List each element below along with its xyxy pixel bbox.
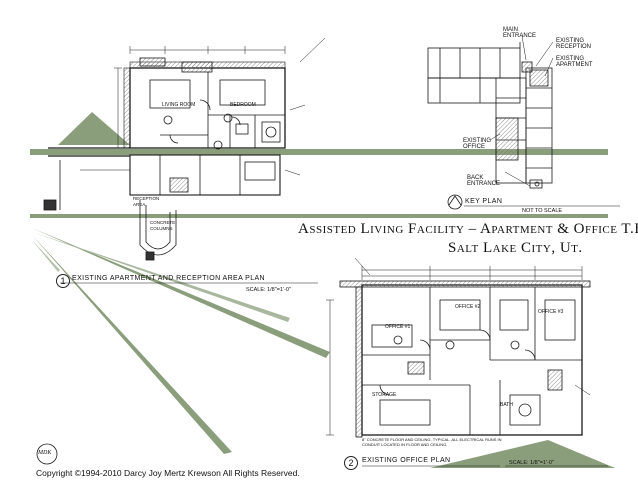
- green-ray-1: [32, 228, 330, 358]
- green-triangle-right: [430, 440, 615, 468]
- key-plan-drawing: [427, 35, 554, 189]
- green-ray-3: [32, 232, 290, 322]
- plan-1-caption: EXISTING APARTMENT AND RECEPTION AREA PL…: [72, 275, 266, 282]
- key-plan-scale: NOT TO SCALE: [522, 208, 563, 214]
- logo-mark: MDK: [38, 450, 52, 456]
- green-ray-2: [32, 235, 232, 454]
- room-concrete-columns: CONCRETE COLUMNS: [150, 220, 176, 231]
- room-office-1: OFFICE #1: [385, 324, 411, 330]
- label-existing-apartment: EXISTING APARTMENT: [556, 56, 593, 68]
- green-triangle-left: [58, 112, 130, 145]
- room-bath: BATH: [500, 402, 513, 408]
- room-reception-area: RECEPTION AREA: [133, 196, 160, 207]
- plan-1-scale: SCALE: 1/8"=1'-0": [246, 287, 291, 293]
- room-office-2: OFFICE #2: [455, 304, 481, 310]
- room-living-room: LIVING ROOM: [162, 102, 196, 108]
- plan-1-number: 1: [56, 274, 70, 288]
- logo-ring: [36, 443, 58, 465]
- room-office-3: OFFICE #3: [538, 309, 564, 315]
- north-arrow-key-plan: [447, 194, 620, 210]
- label-existing-reception: EXISTING RECEPTION: [556, 38, 592, 50]
- plan-2-caption: EXISTING OFFICE PLAN: [362, 457, 451, 464]
- green-band-top: [30, 149, 608, 155]
- label-existing-office: EXISTING OFFICE: [463, 138, 492, 150]
- sheet-title-line-1: Assisted Living Facility – Apartment & O…: [298, 221, 638, 237]
- green-band-bottom: [30, 214, 608, 218]
- key-plan-caption: KEY PLAN: [465, 198, 503, 205]
- plan-2-number: 2: [344, 456, 358, 470]
- general-note: 8" CONCRETE FLOOR AND CEILING, TYPICAL. …: [362, 437, 502, 447]
- copyright-notice: Copyright ©1994-2010 Darcy Joy Mertz Kre…: [36, 468, 300, 478]
- room-bedroom: BEDROOM: [230, 102, 256, 108]
- label-back-entrance: BACK ENTRANCE: [467, 175, 501, 187]
- green-ray-4: [32, 240, 60, 272]
- plan-2-drawing: [326, 257, 591, 438]
- sheet-title-line-2: Salt Lake City, Ut.: [448, 240, 583, 256]
- label-main-entrance: MAIN ENTRANCE: [503, 27, 537, 39]
- room-storage: STORAGE: [372, 392, 397, 398]
- plan-2-scale: SCALE: 1/8"=1'-0": [509, 460, 554, 466]
- plan-1-drawing: [43, 37, 326, 261]
